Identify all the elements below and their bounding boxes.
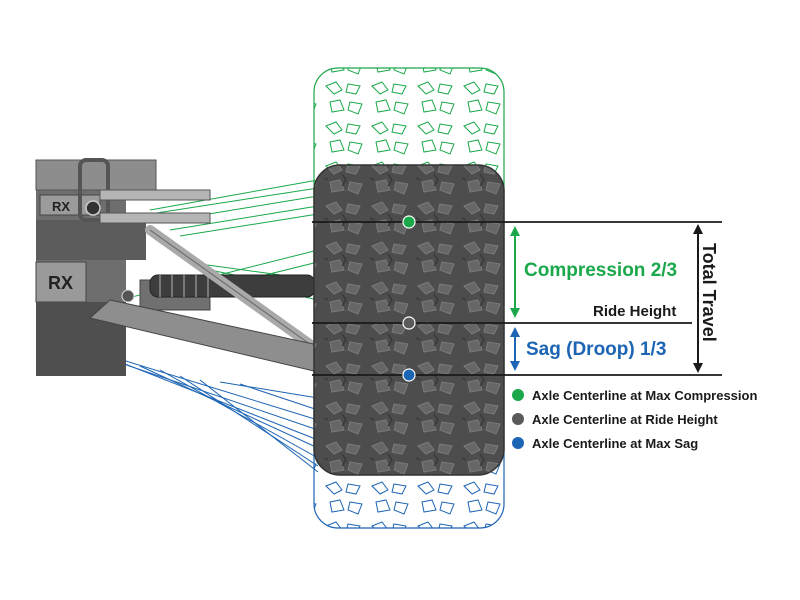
legend-item-compression: Axle Centerline at Max Compression: [512, 388, 757, 403]
chassis-logo-bottom: RX: [48, 273, 73, 293]
label-total-travel: Total Travel: [699, 243, 719, 342]
legend-dot-ride-height: [512, 413, 524, 425]
legend-text-compression: Axle Centerline at Max Compression: [532, 388, 757, 403]
axle-dot-compression: [402, 215, 416, 229]
legend-text-ride-height: Axle Centerline at Ride Height: [532, 412, 718, 427]
label-sag: Sag (Droop) 1/3: [526, 339, 666, 360]
legend-text-sag: Axle Centerline at Max Sag: [532, 436, 698, 451]
label-ride-height: Ride Height: [593, 303, 676, 320]
reference-lines: [312, 221, 722, 376]
sag-arrow: [510, 327, 520, 371]
axle-dot-ride-height: [402, 316, 416, 330]
legend: Axle Centerline at Max Compression Axle …: [512, 388, 757, 451]
legend-item-ride-height: Axle Centerline at Ride Height: [512, 412, 718, 427]
axle-dot-sag: [402, 368, 416, 382]
ghost-arms-sag: [89, 349, 319, 473]
compression-arrow: [510, 226, 520, 318]
total-travel-arrow: [693, 224, 703, 373]
legend-dot-sag: [512, 437, 524, 449]
chassis-logo-top: RX: [52, 199, 70, 214]
chassis: RX RX: [35, 158, 323, 376]
label-compression: Compression 2/3: [524, 260, 677, 281]
legend-dot-compression: [512, 389, 524, 401]
legend-item-sag: Axle Centerline at Max Sag: [512, 436, 698, 451]
